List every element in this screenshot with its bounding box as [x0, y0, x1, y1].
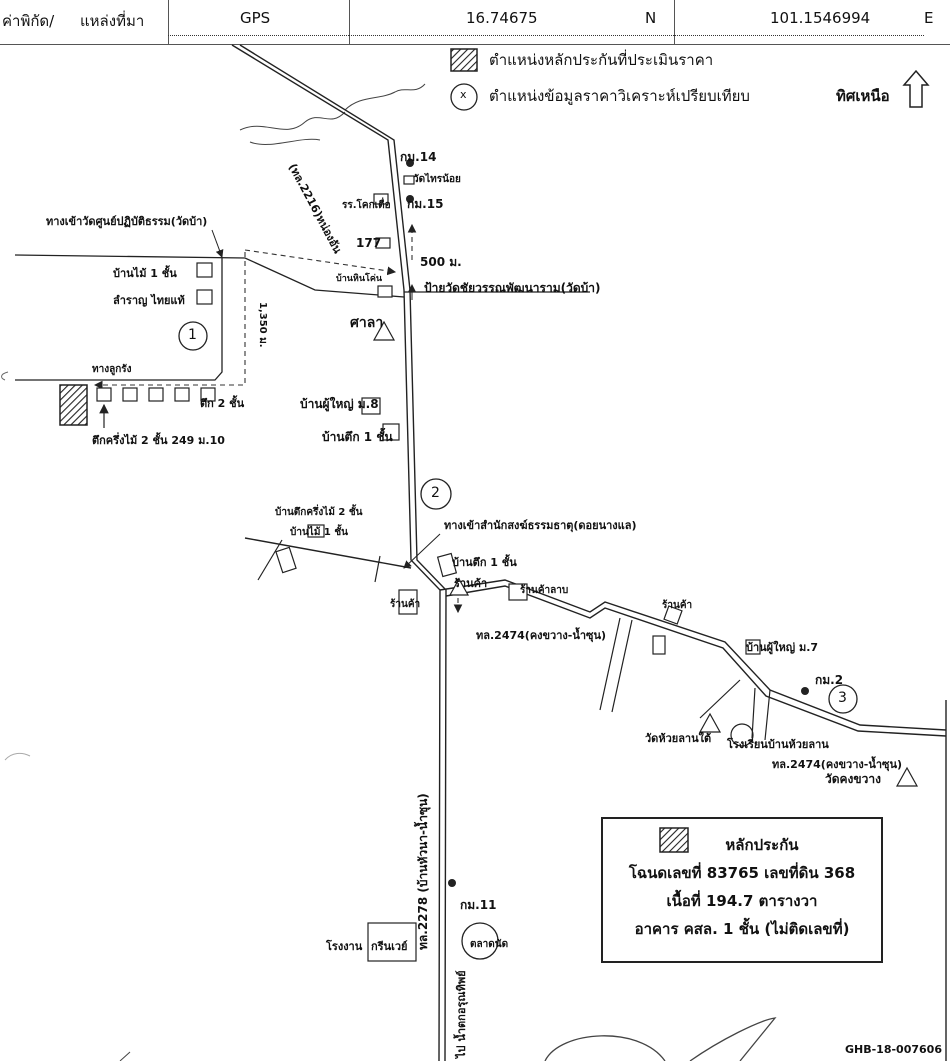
shop-d-label: ร้านค้า	[662, 600, 693, 611]
school-huay-label: โรงเรียนบ้านห้วยลาน	[727, 738, 829, 751]
brick-house-label: บ้านตึก 1 ชั้น	[322, 430, 393, 444]
north-arrow-icon	[902, 69, 930, 108]
market-circle	[461, 922, 499, 960]
stream-squiggle	[239, 111, 346, 131]
monastery-entrance-label: ทางเข้าสำนักสงฆ์ธรรมธาตุ(ดอยนางแล)	[444, 519, 637, 532]
collateral-building-label: ตึกครึ่งไม้ 2 ชั้น 249 ม.10	[92, 434, 225, 447]
temple-kong-label: วัดคงขวาง	[825, 772, 881, 786]
factory-label: โรงงาน	[326, 940, 363, 953]
sala-label: ศาลา	[350, 315, 384, 331]
coord-label: ค่าพิกัด/	[2, 12, 55, 30]
temple-huay-triangle-icon	[698, 712, 722, 733]
road-2278-label: ทล.2278 (บ้านหัวนา-น้ำซุน)	[416, 793, 430, 950]
center-entrance-label: ทางเข้าวัดศูนย์ปฏิบัติธรรม(วัดบ้า)	[46, 215, 208, 228]
km15-label: กม.15	[407, 197, 444, 211]
longitude-value: 101.1546994	[770, 9, 871, 27]
legend-hatch-icon	[450, 48, 478, 72]
temple-access-road	[14, 254, 590, 381]
school-label: รร.โคกเตื่อ	[342, 200, 391, 211]
temple-huay-label: วัดห้วยลานใต้	[645, 732, 712, 745]
temple-kong-triangle-icon	[895, 766, 919, 787]
marker-3-number: 3	[838, 690, 847, 706]
temple-sign-label: ป้ายวัดชัยวรรณพัฒนาราม(วัดบ้า)	[424, 281, 601, 295]
comparable-3-circle	[828, 684, 858, 714]
marker-2-number: 2	[431, 485, 440, 501]
comparable-1-circle	[178, 321, 208, 351]
legend-circle-icon	[450, 83, 478, 111]
north-label: ทิศเหนือ	[836, 87, 890, 105]
source-cell: GPS	[168, 0, 350, 44]
source-label: แหล่งที่มา	[80, 12, 145, 30]
legend-comparable-label: ตำแหน่งข้อมูลราคาวิเคราะห์เปรียบเทียบ	[489, 87, 750, 105]
fence-label: ลำราญ ไทยแท้	[113, 294, 185, 307]
soil-road-label: ทางลูกรัง	[92, 364, 132, 375]
small-wood-house-label: บ้านไม้ 1 ชั้น	[290, 527, 348, 538]
village-head-m8-label: บ้านผู้ใหญ่ ม.8	[300, 397, 379, 411]
market-label: ตลาดนัด	[470, 939, 509, 950]
stream-squiggle-2	[249, 138, 321, 146]
road-2474b-label: ทล.2474(คงขวาง-น้ำซุน)	[772, 758, 903, 771]
sala-triangle-icon	[372, 320, 396, 341]
latitude-dir: N	[645, 9, 657, 27]
destination-label: ไป น้ำตกอรุณทิพย์	[455, 970, 468, 1058]
village-head-m7-label: บ้านผู้ใหญ่ ม.7	[746, 641, 819, 654]
half-wood-house-label: บ้านตึกครึ่งไม้ 2 ชั้น	[275, 507, 363, 518]
info-building: อาคาร คสล. 1 ชั้น (ไม่ติดเลขที่)	[634, 920, 850, 938]
stream-squiggle-3	[344, 83, 426, 111]
info-deed: โฉนดเลขที่ 83765 เลขที่ดิน 368	[628, 864, 856, 882]
document-code: GHB-18-007606	[845, 1043, 942, 1056]
coordinate-header: ค่าพิกัด/ แหล่งที่มา GPS 16.74675 N 101.…	[0, 0, 950, 45]
main-road-north	[231, 44, 447, 1061]
infobox-hatch-icon	[659, 827, 689, 853]
coord-label-cell: ค่าพิกัด/ แหล่งที่มา	[0, 0, 169, 44]
comparable-2-circle	[420, 478, 452, 510]
monastery-road	[244, 537, 412, 569]
house-near-sign-label: บ้านหินโค่น	[336, 274, 383, 284]
stamp-arc	[544, 1035, 666, 1061]
info-title: หลักประกัน	[725, 836, 799, 854]
num177-label: 177	[356, 236, 382, 250]
latitude-value: 16.74675	[466, 9, 538, 27]
shop-a-label: ร้านค้า	[454, 577, 488, 590]
collateral-info-box: หลักประกัน โฉนดเลขที่ 83765 เลขที่ดิน 36…	[601, 817, 883, 963]
shop-c-label: ร้านค้า	[390, 599, 421, 610]
shop-b-label: ร้านค้าลาบ	[520, 585, 569, 596]
distance-500-label: 500 ม.	[420, 255, 462, 269]
legend-comparable-mark: x	[460, 88, 467, 101]
latitude-cell: 16.74675 N	[349, 0, 675, 44]
signature-stroke	[689, 1017, 777, 1061]
temple-small-label: วัดไทรน้อย	[413, 174, 461, 185]
km11-label: กม.11	[460, 898, 497, 912]
longitude-dir: E	[924, 9, 934, 27]
km14-label: กม.14	[400, 150, 437, 164]
wood-house-label: บ้านไม้ 1 ชั้น	[113, 267, 177, 280]
longitude-cell: 101.1546994 E	[674, 0, 950, 44]
brick-house-2-label: บ้านตึก 1 ชั้น	[452, 556, 517, 569]
building-2-label: ตึก 2 ชั้น	[200, 397, 245, 410]
collateral-parcel	[59, 384, 88, 426]
km2-label: กม.2	[815, 673, 844, 687]
info-area: เนื้อที่ 194.7 ตารางวา	[666, 892, 818, 910]
distance-1350-label: 1,350 ม.	[257, 302, 268, 348]
source-value: GPS	[240, 9, 271, 27]
factory-name-label: กรีนเวย์	[371, 940, 408, 953]
marker-1-number: 1	[188, 327, 197, 343]
house-boxes	[96, 175, 761, 962]
road-2474-label: ทล.2474(คงขวาง-น้ำซุน)	[476, 629, 607, 642]
legend-collateral-label: ตำแหน่งหลักประกันที่ประเมินราคา	[489, 51, 714, 69]
shop-triangle-icon	[448, 577, 470, 596]
